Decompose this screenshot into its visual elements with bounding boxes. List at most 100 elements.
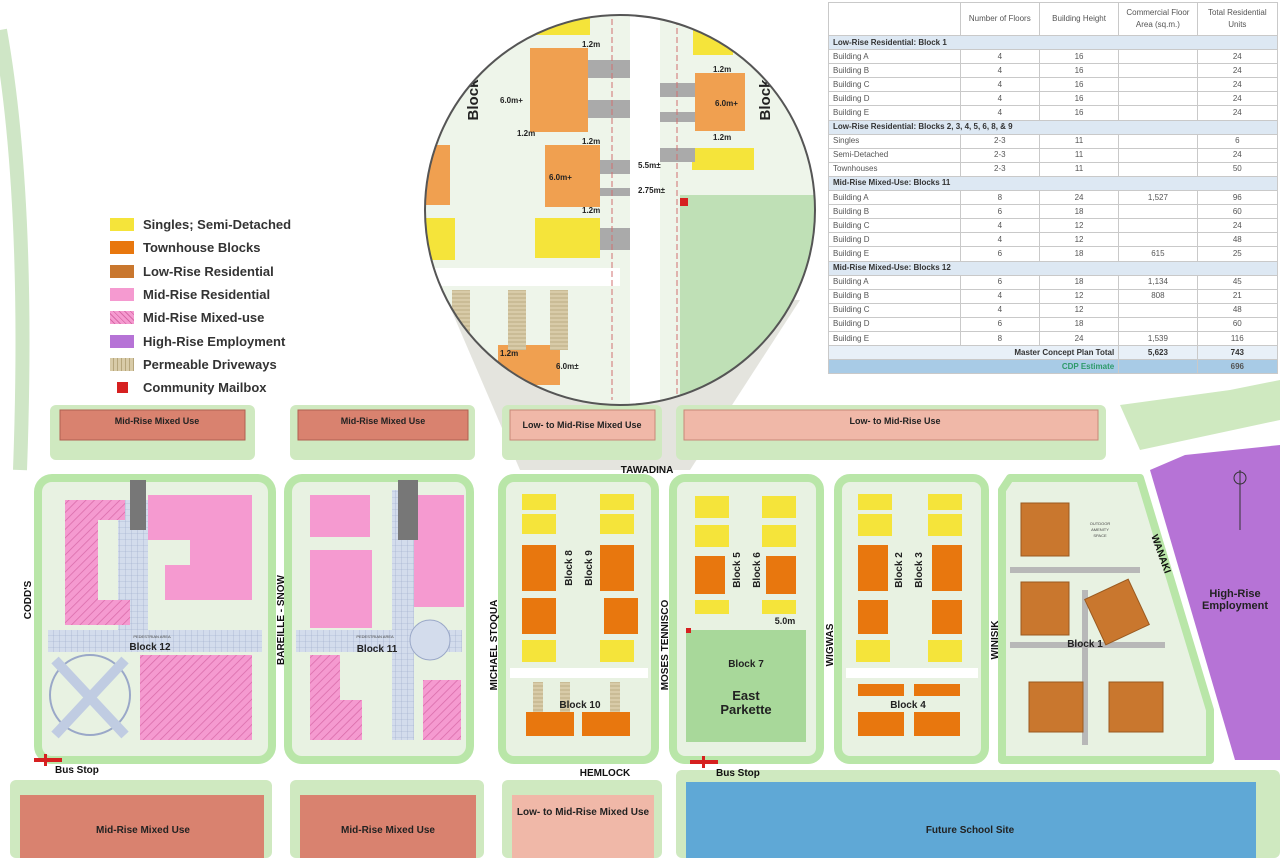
north-arrow-icon <box>1233 470 1247 530</box>
table-cell <box>1118 91 1198 107</box>
street-codds: CODD'S <box>23 580 34 619</box>
table-cell: 11 <box>1038 133 1120 149</box>
table-cell: 5,623 <box>1118 345 1198 361</box>
table-cell: Low-Rise Residential: Block 1 <box>828 34 1278 51</box>
block-2-3-4: Block 2 Block 3 Block 4 <box>834 474 989 764</box>
park-label: Parkette <box>720 702 771 717</box>
table-cell: 25 <box>1196 246 1279 262</box>
street-tawadina: TAWADINA <box>621 465 674 476</box>
table-cell: Building B <box>828 204 961 220</box>
table-cell: Townhouses <box>828 161 961 177</box>
dimension-label: 6.0m+ <box>500 96 523 105</box>
legend-item: Low-Rise Residential <box>110 260 291 283</box>
table-cell: Master Concept Plan Total <box>827 345 1120 361</box>
high-rise-label: High-Rise <box>1209 588 1260 600</box>
block-label: Block 11 <box>357 644 398 655</box>
bus-stop-label: Bus Stop <box>55 765 99 776</box>
table-cell: 16 <box>1038 49 1120 65</box>
table-cell: 11 <box>1038 147 1120 163</box>
legend-item: High-Rise Employment <box>110 329 291 352</box>
column-header: Number of Floors <box>959 2 1040 36</box>
table-cell <box>1118 316 1198 332</box>
dimension-label: 5.0m <box>775 616 796 626</box>
magnifier-block-label: Block <box>757 79 774 121</box>
table-cell: 11 <box>1038 161 1120 177</box>
block-label: Block 12 <box>129 642 171 653</box>
block-label: Block 9 <box>584 550 595 586</box>
strip-label: Mid-Rise Mixed Use <box>341 825 435 836</box>
table-cell: 4 <box>959 218 1040 234</box>
dimension-label: 5.5m± <box>638 161 661 170</box>
table-cell: 24 <box>1196 63 1279 79</box>
table-cell: Mid-Rise Mixed-Use: Blocks 11 <box>828 175 1278 192</box>
table-cell: 24 <box>1196 147 1279 163</box>
mailbox-icon <box>686 628 691 633</box>
block-label: Block 7 <box>728 659 764 670</box>
table-cell: 16 <box>1038 105 1120 121</box>
table-cell: 1,539 <box>1118 330 1198 347</box>
column-header: Commercial Floor Area (sq.m.) <box>1118 2 1198 36</box>
dimension-label: 1.2m <box>713 65 731 74</box>
block-11: Block 11 PEDESTRIAN AREA <box>284 474 474 764</box>
table-cell: 24 <box>1196 49 1279 65</box>
table-cell: 116 <box>1196 330 1279 347</box>
table-cell <box>1118 204 1198 220</box>
table-cell: 24 <box>1196 218 1279 234</box>
street-michael-stoqua: MICHAEL STOQUA <box>489 600 500 691</box>
dimension-label: 6.0m+ <box>715 99 738 108</box>
table-cell: 6 <box>1196 133 1279 149</box>
section-header: Low-Rise Residential: Blocks 2, 3, 4, 5,… <box>828 119 1278 135</box>
street-hemlock: HEMLOCK <box>580 768 631 779</box>
amenity-label: AMENITY <box>1091 527 1109 532</box>
column-header: Building Height <box>1038 2 1120 36</box>
block-label: Block 5 <box>732 552 743 588</box>
table-cell: 8 <box>959 330 1040 347</box>
block-label: Block 1 <box>1067 639 1103 650</box>
table-cell: Singles <box>828 133 961 149</box>
table-cell: Building A <box>828 274 961 290</box>
table-cell: 4 <box>959 288 1040 304</box>
dimension-label: 6.0m± <box>556 362 579 371</box>
magnifier-block-label: Block <box>465 79 482 121</box>
legend-label: Low-Rise Residential <box>143 263 274 279</box>
park-label: East <box>732 688 760 703</box>
dimension-label: 1.2m <box>582 206 600 215</box>
top-strips: Mid-Rise Mixed Use Mid-Rise Mixed Use Lo… <box>50 380 1280 460</box>
table-cell: Building D <box>828 232 961 248</box>
table-cell: Building E <box>828 105 961 121</box>
block-1: Block 1 OUTDOOR AMENITY SPACE <box>998 474 1214 764</box>
table-cell <box>1118 232 1198 248</box>
table-cell: 6 <box>959 274 1040 290</box>
table-cell: 45 <box>1196 274 1279 290</box>
legend-label: Townhouse Blocks <box>143 240 261 256</box>
block-label: Block 2 <box>894 552 905 588</box>
dimension-label: 1.2m <box>582 40 600 49</box>
dimension-label: 6.0m+ <box>549 173 572 182</box>
table-cell: 16 <box>1038 77 1120 93</box>
table-cell: 4 <box>959 105 1040 121</box>
mailbox-icon <box>680 198 688 206</box>
table-cell: 24 <box>1196 77 1279 93</box>
dimension-label: 2.75m± <box>638 186 666 195</box>
section-header: Mid-Rise Mixed-Use: Blocks 11 <box>828 175 1278 192</box>
block-label: Block 3 <box>914 552 925 588</box>
block-label: Block 4 <box>890 700 926 711</box>
table-cell: 24 <box>1196 105 1279 121</box>
high-rise-employment-area <box>1150 445 1280 760</box>
table-cell: 6 <box>959 316 1040 332</box>
pedestrian-area-label: PEDESTRIAN AREA <box>133 634 171 639</box>
bus-stop-icon <box>34 754 62 766</box>
legend-item: Townhouse Blocks <box>110 236 291 259</box>
table-cell: 615 <box>1118 246 1198 262</box>
table-cell: CDP Estimate <box>827 359 1120 375</box>
table-cell: 60 <box>1196 316 1279 332</box>
table-cell: Building B <box>828 63 961 79</box>
